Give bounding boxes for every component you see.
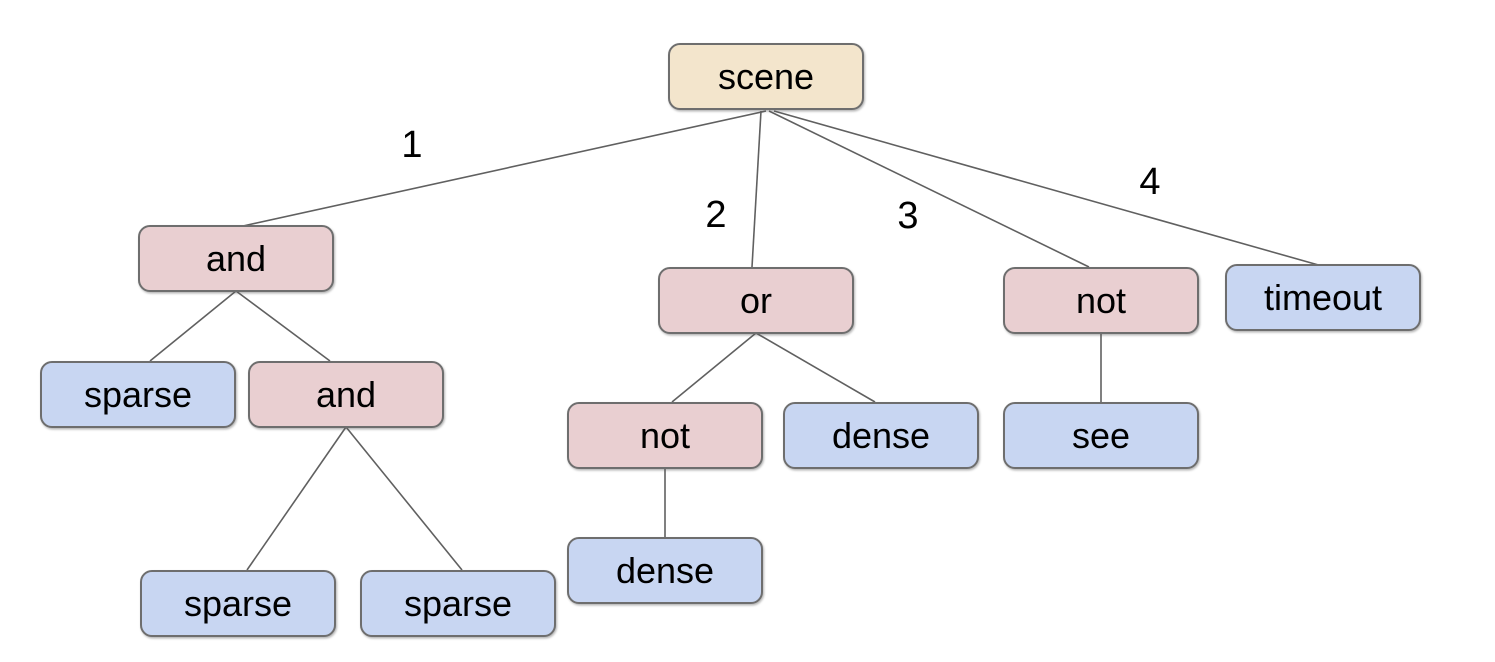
node-dense-2: dense — [567, 537, 763, 604]
node-not-1: not — [1003, 267, 1199, 334]
edge-or-1-dense-1 — [755, 332, 876, 403]
node-or-1: or — [658, 267, 854, 334]
node-dense-1: dense — [783, 402, 979, 469]
edge-and-2-sparse-2 — [246, 426, 347, 571]
node-and-2: and — [248, 361, 444, 428]
edge-label-2: 2 — [705, 194, 727, 236]
edge-label-4: 4 — [1139, 161, 1161, 203]
node-sparse-3: sparse — [360, 570, 556, 637]
node-scene: scene — [668, 43, 864, 110]
edge-scene-or-1 — [751, 110, 762, 268]
edge-label-1: 1 — [401, 124, 423, 166]
node-sparse-2: sparse — [140, 570, 336, 637]
edge-scene-not-1 — [768, 110, 1090, 268]
edge-or-1-not-2 — [671, 332, 757, 403]
edge-and-2-sparse-3 — [345, 426, 463, 571]
node-sparse-1: sparse — [40, 361, 236, 428]
node-see-1: see — [1003, 402, 1199, 469]
node-timeout-1: timeout — [1225, 264, 1421, 331]
edge-and-1-sparse-1 — [149, 290, 237, 362]
edge-label-3: 3 — [897, 195, 919, 237]
edge-scene-and-1 — [242, 110, 767, 227]
edge-and-1-and-2 — [235, 290, 331, 362]
node-not-2: not — [567, 402, 763, 469]
node-and-1: and — [138, 225, 334, 292]
edge-scene-timeout-1 — [773, 110, 1323, 267]
